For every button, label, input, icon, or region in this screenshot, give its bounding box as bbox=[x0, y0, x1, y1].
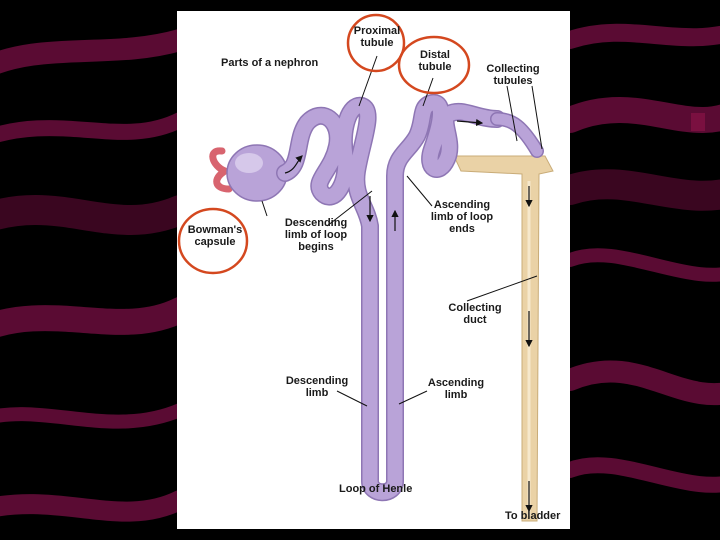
collecting-duct-shape bbox=[453, 155, 554, 522]
label-distal-tubule: Distal tubule bbox=[418, 49, 452, 73]
highlight-circles bbox=[177, 13, 471, 275]
label-collecting-duct: Collecting duct bbox=[448, 302, 502, 326]
label-to-bladder: To bladder bbox=[505, 510, 561, 522]
tubule-shape bbox=[276, 94, 544, 502]
label-collecting-tubules: Collecting tubules bbox=[486, 63, 540, 87]
capillary-shape bbox=[209, 147, 233, 193]
diagram-title: Parts of a nephron bbox=[221, 57, 319, 69]
flow-arrows bbox=[284, 118, 533, 513]
label-ascending-limb-ends: Ascending limb of loop ends bbox=[430, 199, 494, 235]
label-loop-of-henle: Loop of Henle bbox=[339, 483, 413, 495]
nephron-drawing bbox=[177, 13, 554, 522]
nephron-figure: Parts of a nephron Proximal tubule Dista… bbox=[177, 11, 570, 529]
circle-bowmans bbox=[177, 207, 249, 275]
label-ascending-limb: Ascending limb bbox=[427, 377, 485, 401]
label-bowmans-capsule: Bowman's capsule bbox=[187, 224, 243, 248]
label-descending-limb-begins: Descending limb of loop begins bbox=[284, 217, 348, 253]
leader-lines bbox=[261, 55, 543, 407]
label-descending-limb: Descending limb bbox=[285, 375, 349, 399]
circle-distal bbox=[397, 35, 471, 95]
label-proximal-tubule: Proximal tubule bbox=[353, 25, 401, 49]
corner-accent bbox=[691, 113, 705, 131]
circle-proximal bbox=[346, 13, 406, 73]
